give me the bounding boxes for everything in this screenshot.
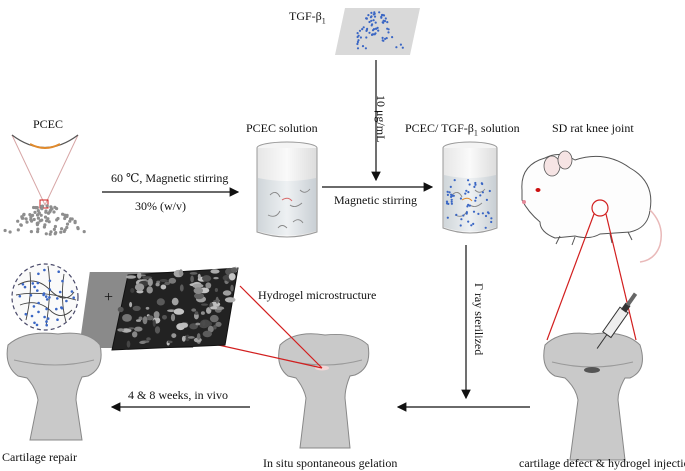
pcec-tgf-solution-label: PCEC/ TGF-β1 solution [405,121,520,138]
in-situ-label: In situ spontaneous gelation [263,456,398,470]
tgf-label: TGF-β1 [289,9,326,26]
tgf-powder-panel [335,8,420,55]
cartilage-repair-label: Cartilage repair [2,450,77,464]
dose-label: 10 μg/mL [374,95,388,143]
plus-sign: + [104,289,114,306]
gamma-sterilized-label: Γ ray sterilized [472,283,486,356]
rat-illustration [521,150,662,263]
bone-in-situ-gelation [278,333,370,449]
pcec-solution-label: PCEC solution [246,121,318,135]
bone-cartilage-repair [6,332,102,441]
magnetic-stirring-label: Magnetic stirring [334,193,417,207]
sem-image [79,266,239,351]
condition-conc-label: 30% (w/v) [135,199,186,213]
condition-temp-label: 60 ℃, Magnetic stirring [111,171,229,185]
pcec-solution-beaker [256,141,318,238]
sd-rat-label: SD rat knee joint [552,121,634,135]
hydrogel-network-icon [11,263,79,331]
hydrogel-microstructure-label: Hydrogel microstructure [258,288,377,302]
pcec-label: PCEC [33,117,64,131]
bone-defect-injection [543,292,643,461]
pcec-polymer-icon [3,134,86,236]
defect-injection-label: cartilage defect & hydrogel injection [519,456,685,470]
pcec-tgf-solution-beaker [442,141,498,234]
weeks-label: 4 & 8 weeks, in vivo [128,388,228,402]
